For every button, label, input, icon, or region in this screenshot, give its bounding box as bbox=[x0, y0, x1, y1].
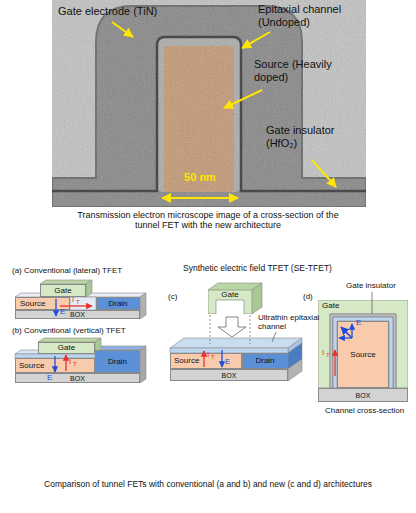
node-label: Drain bbox=[255, 357, 274, 365]
leader-arrow bbox=[112, 22, 133, 37]
leader-line bbox=[372, 292, 373, 314]
node-label: Gate bbox=[221, 291, 238, 299]
box-layer: BOX bbox=[15, 373, 140, 383]
gate-block: Gate bbox=[40, 284, 86, 297]
callout-label: Gate electrode (TiN) bbox=[58, 5, 188, 18]
field-arrow bbox=[351, 324, 352, 338]
current-subscript: T bbox=[73, 361, 79, 368]
panel-title: (a) Conventional (lateral) TFET bbox=[12, 266, 172, 275]
callout-label: Source (Heavily doped) bbox=[254, 58, 344, 83]
current-arrow bbox=[203, 351, 204, 367]
callout-label: Gate insulator (HfO₂) bbox=[266, 124, 356, 149]
box-side-face bbox=[288, 359, 302, 381]
panel-c bbox=[170, 283, 302, 381]
node-label: Drain bbox=[108, 358, 127, 366]
leader-arrow bbox=[224, 90, 262, 108]
callout-label: Gate insulator bbox=[346, 281, 416, 290]
node-label: Gate bbox=[54, 287, 71, 295]
node-label: BOX bbox=[356, 392, 371, 399]
node-label: BOX bbox=[70, 311, 85, 318]
scale-bar bbox=[162, 197, 238, 199]
box-layer: BOX bbox=[318, 388, 408, 402]
node-label: BOX bbox=[70, 375, 85, 382]
channel-top-face bbox=[170, 338, 302, 348]
panel-title: (b) Conventional (vertical) TFET bbox=[12, 326, 172, 335]
node-label: BOX bbox=[222, 372, 237, 379]
slab-side-face bbox=[140, 346, 146, 383]
gate-insulator-layer bbox=[330, 314, 396, 388]
panel-a bbox=[15, 280, 146, 319]
node-label: Source bbox=[20, 300, 45, 308]
gate-block: GateSource bbox=[318, 300, 408, 388]
current-subscript: T bbox=[326, 352, 332, 359]
field-symbol: E bbox=[60, 307, 68, 316]
gate-outline bbox=[208, 290, 252, 314]
field-arrow bbox=[221, 350, 222, 367]
current-arrow bbox=[60, 305, 92, 306]
current-arrow bbox=[65, 355, 66, 371]
gate-block: Gate bbox=[38, 342, 95, 354]
image-grain bbox=[52, 0, 366, 207]
field-arrow bbox=[55, 299, 56, 316]
source-region: Source bbox=[15, 358, 95, 373]
leader-arrow bbox=[242, 32, 270, 48]
gate-outline bbox=[318, 300, 408, 388]
callout-label: Epitaxial channel (Undoped) bbox=[258, 3, 358, 28]
channel-layer bbox=[333, 317, 393, 388]
panel-b bbox=[15, 338, 146, 383]
gate-side-face bbox=[86, 280, 92, 297]
drain-region: Drain bbox=[96, 297, 140, 310]
panel-letter: (d) bbox=[303, 292, 323, 301]
current-subscript: T bbox=[211, 354, 217, 361]
current-subscript: T bbox=[76, 299, 82, 306]
node-label: Source bbox=[350, 351, 375, 359]
source-region: Source bbox=[170, 353, 242, 369]
guide-line bbox=[250, 315, 251, 344]
drain-region: Drain bbox=[242, 353, 288, 369]
panel-title: Synthetic electric field TFET (SE-TFET) bbox=[183, 264, 413, 274]
node-label: Drain bbox=[108, 300, 127, 308]
drain-region: Drain bbox=[95, 350, 140, 373]
field-symbol: E bbox=[356, 318, 364, 327]
figure-caption: Comparison of tunnel FETs with conventio… bbox=[8, 480, 408, 490]
figure-caption: Transmission electron microscope image o… bbox=[77, 210, 339, 231]
gate-block: Gate bbox=[208, 290, 252, 314]
field-symbol: E bbox=[225, 357, 233, 366]
guide-line bbox=[210, 315, 211, 344]
synthetic-field-arrow bbox=[341, 327, 352, 338]
node-label: Source bbox=[174, 357, 199, 365]
field-arrow bbox=[54, 356, 55, 372]
leader-line bbox=[272, 332, 276, 342]
panel-letter: (c) bbox=[168, 292, 188, 301]
field-arrow bbox=[339, 337, 352, 338]
node-label: Source bbox=[19, 362, 44, 370]
field-symbol: E bbox=[47, 373, 55, 382]
box-layer: BOX bbox=[170, 369, 288, 381]
callout-label: Ultrathin epitaxial channel bbox=[258, 313, 324, 331]
source-region: Source bbox=[337, 321, 389, 388]
box-layer: BOX bbox=[15, 310, 140, 319]
node-label: Gate bbox=[58, 344, 75, 352]
tem-image bbox=[52, 0, 366, 207]
leader-arrow bbox=[312, 160, 336, 187]
panel-caption: Channel cross-section bbox=[325, 406, 415, 415]
current-arrow bbox=[334, 350, 335, 376]
slab-side-face bbox=[140, 293, 146, 319]
node-label: Gate bbox=[322, 302, 339, 310]
gate-side-face bbox=[252, 283, 262, 314]
tem-background bbox=[52, 0, 366, 207]
scale-bar-label: 50 nm bbox=[170, 171, 230, 184]
hollow-arrow bbox=[218, 317, 246, 337]
